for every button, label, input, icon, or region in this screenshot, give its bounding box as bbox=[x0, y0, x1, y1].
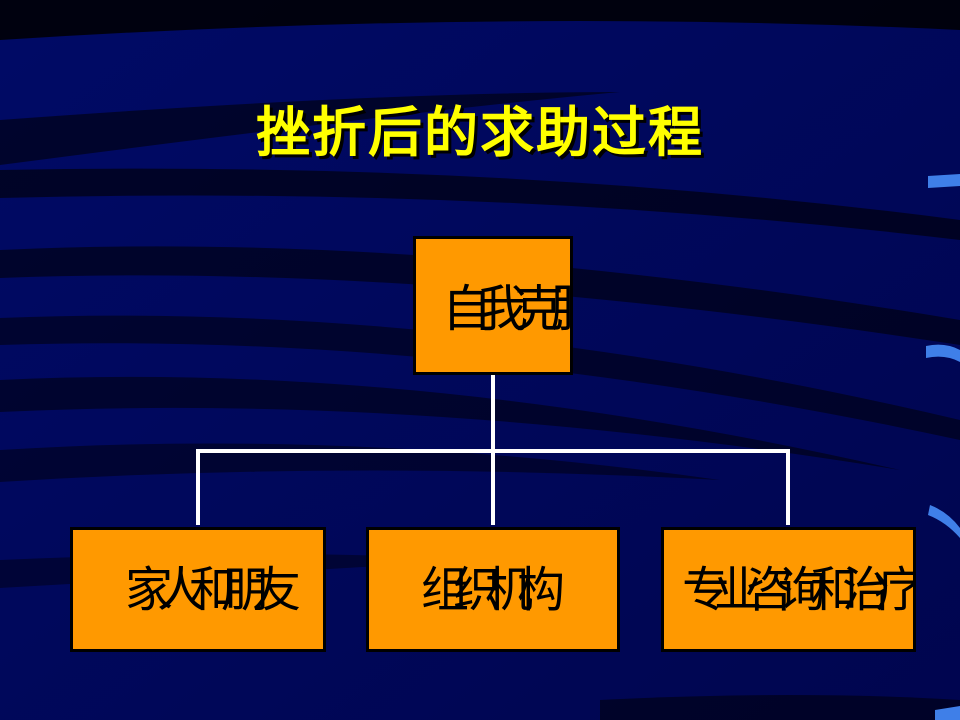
root-node-self-overcome: 自我克服 bbox=[413, 236, 573, 375]
child-node-label: 组织机构 bbox=[421, 562, 565, 618]
child-node-professional-help: 专业咨询和治疗 bbox=[661, 527, 916, 652]
root-node-label: 自我克服 bbox=[442, 280, 573, 338]
child-node-label: 专业咨询和治疗 bbox=[682, 562, 913, 618]
child-node-family-friends: 家人和朋友 bbox=[70, 527, 326, 652]
child-node-label: 家人和朋友 bbox=[125, 562, 301, 618]
child-node-organization: 组织机构 bbox=[366, 527, 620, 652]
slide-title: 挫折后的求助过程 bbox=[256, 101, 704, 164]
